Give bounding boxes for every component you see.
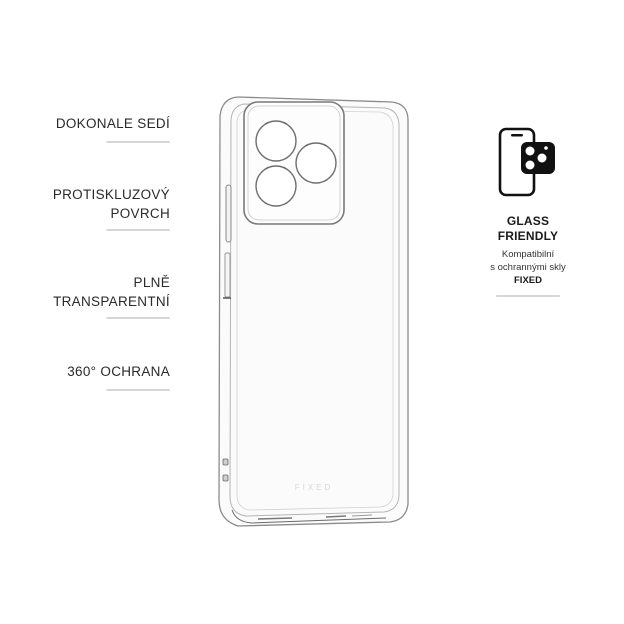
badge-brand: FIXED [514,275,542,286]
lens-cutout [255,120,297,162]
case-inner-rim [229,103,400,517]
feature-divider [106,317,170,319]
feature-label: PROTISKLUZOVÝ [52,187,170,202]
lens-cutout [295,142,337,184]
feature-perfect-fit: DOKONALE SEDÍ [56,114,170,133]
badge-description: Kompatibilní s ochrannými skly [490,249,566,273]
feature-divider [106,141,170,143]
badge-divider [496,295,560,297]
feature-label: TRANSPARENTNÍ [53,294,170,309]
feature-label: 360° OCHRANA [67,364,170,379]
volume-button-cover [225,184,232,243]
feature-360-protection: 360° OCHRANA [67,362,170,381]
feature-transparent: PLNĚ TRANSPARENTNÍ [53,273,170,311]
feature-label: PLNĚ [133,275,170,290]
power-button-cover [224,252,231,298]
feature-label: DOKONALE SEDÍ [55,116,170,131]
glass-friendly-badge: GLASS FRIENDLY Kompatibilní s ochrannými… [478,125,578,297]
feature-label: POVRCH [110,206,170,221]
phone-with-camera-glass-icon [498,127,555,197]
case-logo: FIXED [295,483,334,492]
badge-title: GLASS FRIENDLY [497,214,559,243]
lens-cutout [255,165,297,207]
feature-divider [106,229,170,231]
feature-anti-slip: PROTISKLUZOVÝ POVRCH [53,185,170,223]
feature-divider [106,389,170,391]
